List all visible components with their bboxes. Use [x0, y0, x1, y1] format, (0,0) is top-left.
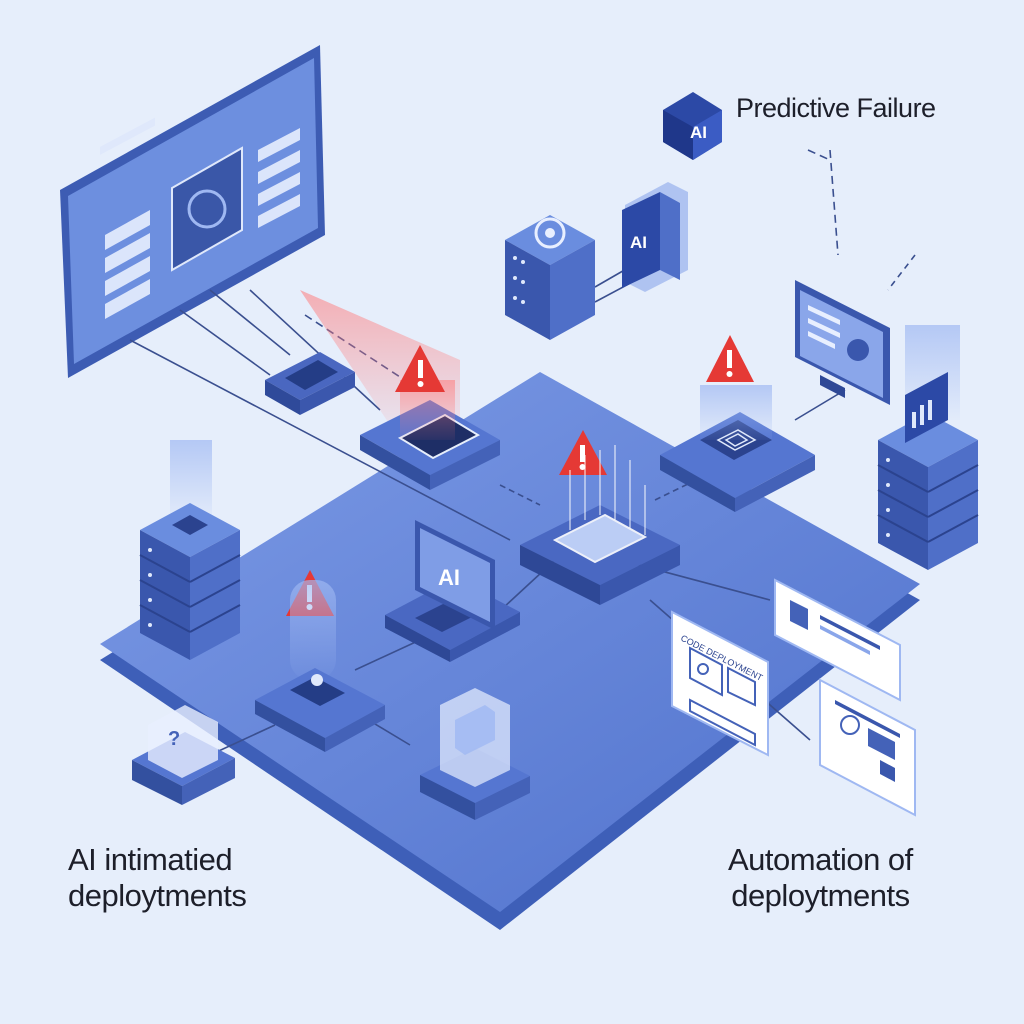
code-block-node: ? — [132, 705, 235, 805]
predictive-failure-label: Predictive Failure — [736, 93, 936, 123]
document-icon — [819, 678, 916, 817]
left-caption-line2: deploytments — [68, 878, 247, 913]
alert-node-tablet — [360, 380, 500, 490]
fingerprint-chip-node — [660, 385, 815, 512]
document-icon: CODE DEPLOYMENT — [671, 610, 769, 757]
svg-text:AI: AI — [630, 233, 647, 252]
sensor-node — [255, 580, 385, 752]
central-processor-node — [520, 445, 680, 605]
monitor-icon — [795, 280, 890, 405]
svg-text:AI: AI — [438, 565, 460, 590]
small-chip-node — [265, 352, 355, 415]
right-caption-line2: deploytments — [731, 878, 910, 913]
server-icon — [505, 215, 595, 340]
code-block-node — [420, 688, 530, 820]
dashboard-monitor — [60, 45, 325, 378]
server-icon — [877, 325, 979, 570]
svg-text:AI: AI — [690, 123, 707, 142]
ai-chip-icon: AI — [622, 182, 688, 292]
laptop-icon: AI — [385, 520, 520, 662]
right-caption: Automation of deploytments — [728, 842, 913, 914]
svg-text:?: ? — [168, 728, 180, 750]
ai-chip-icon: AI — [663, 92, 722, 160]
right-caption-line1: Automation of — [728, 842, 913, 877]
main-platform — [100, 372, 920, 930]
server-icon — [139, 440, 241, 660]
left-caption: AI intimatied deploytments — [68, 842, 247, 914]
warning-icon — [706, 335, 754, 382]
document-icon — [774, 578, 901, 702]
warning-icon — [395, 345, 445, 392]
left-caption-line1: AI intimatied — [68, 842, 233, 877]
warning-icon — [559, 430, 607, 475]
